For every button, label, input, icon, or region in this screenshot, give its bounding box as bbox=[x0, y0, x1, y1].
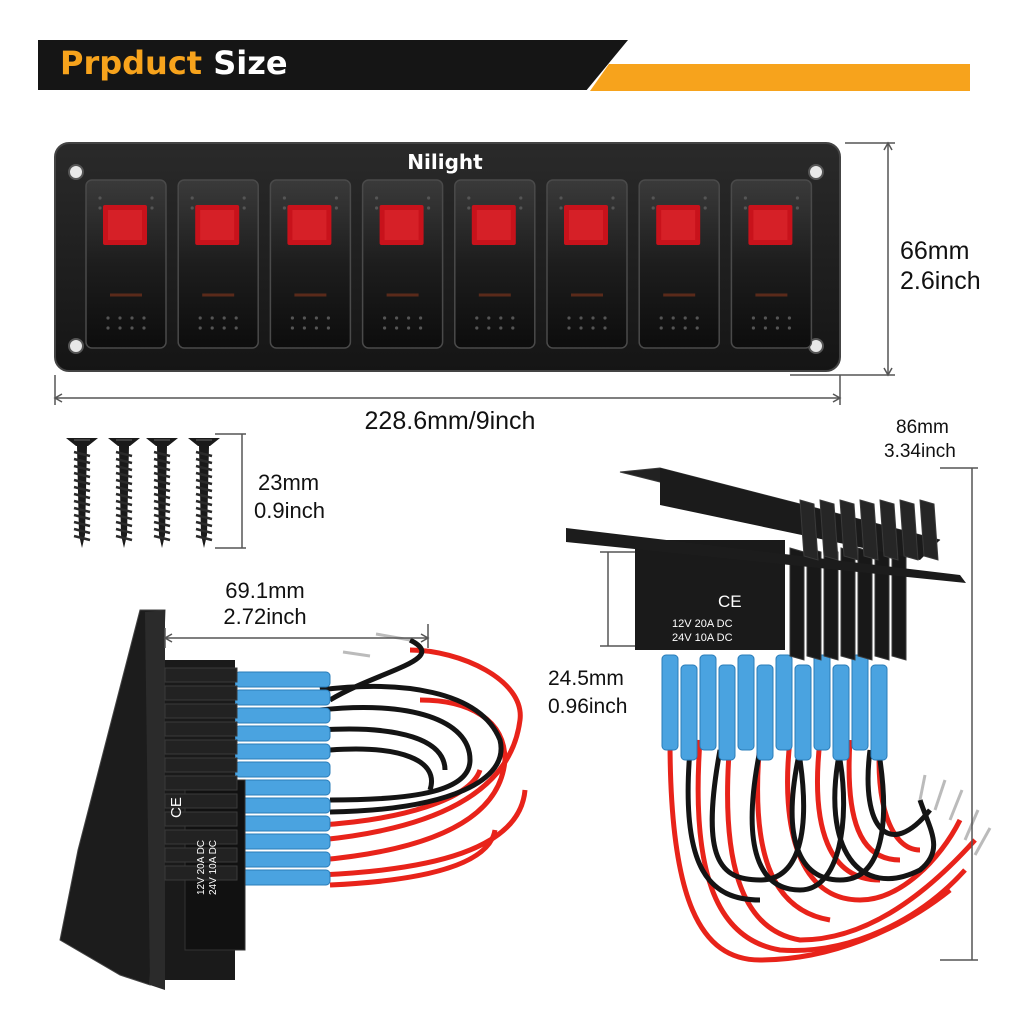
width-dimension-arrow-icon bbox=[53, 375, 842, 405]
wire-connector-icon bbox=[699, 654, 717, 751]
depth-inch-label: 2.72inch bbox=[223, 604, 307, 629]
wire-connector-icon bbox=[718, 664, 736, 761]
rocker-switch-icon bbox=[730, 179, 813, 349]
title-banner-dark bbox=[38, 40, 628, 90]
rocker-switch-icon bbox=[269, 179, 352, 349]
body-height-mm-label: 24.5mm bbox=[548, 667, 624, 690]
body-dimension-arrow-icon bbox=[600, 551, 635, 647]
rocker-switch-icon bbox=[638, 179, 720, 349]
wire-connector-icon bbox=[234, 869, 331, 886]
wire-connector-icon bbox=[234, 797, 331, 814]
rating-row2-right: 24V 10A DC bbox=[672, 632, 733, 644]
wire-connector-icon bbox=[775, 654, 793, 751]
wire-connector-icon bbox=[234, 761, 331, 778]
wire-connector-icon bbox=[870, 664, 888, 761]
title-banner-accent bbox=[590, 64, 970, 91]
rating-row1-left: 12V 20A DC bbox=[196, 839, 207, 895]
wire-connector-icon bbox=[234, 743, 331, 760]
rocker-switch-icon bbox=[454, 179, 536, 349]
wire-connector-icon bbox=[737, 654, 755, 751]
page-title: Prpduct Size bbox=[60, 44, 288, 82]
body-height-inch-label: 0.96inch bbox=[548, 695, 628, 718]
switch-panel-plate bbox=[54, 142, 841, 372]
wire-connector-icon bbox=[794, 664, 812, 761]
screw-group bbox=[66, 438, 220, 548]
wire-connector-icon bbox=[234, 779, 331, 796]
wire-connector-icon bbox=[234, 851, 331, 868]
rocker-switch-icon bbox=[546, 179, 628, 349]
screw-icon bbox=[66, 438, 98, 548]
screw-icon bbox=[108, 438, 140, 548]
wire-connector-icon bbox=[234, 833, 331, 850]
angle-view-switch-panel bbox=[566, 467, 992, 963]
screw-mm-label: 23mm bbox=[258, 470, 320, 495]
wire-connector-icon bbox=[234, 815, 331, 832]
screw-inch-label: 0.9inch bbox=[254, 498, 325, 523]
wire-connector-icon bbox=[680, 664, 698, 761]
ce-mark-left: CE bbox=[168, 797, 185, 818]
depth-dimension-arrow-icon bbox=[163, 624, 430, 648]
height-inch-label: 2.6inch bbox=[900, 267, 981, 295]
side-height-mm-label: 86mm bbox=[896, 417, 949, 438]
wire-connector-icon bbox=[234, 689, 331, 706]
rating-row2-left: 24V 10A DC bbox=[208, 839, 219, 895]
title-word-1: Prpduct bbox=[60, 44, 203, 82]
wire-connector-icon bbox=[234, 707, 331, 724]
screw-icon bbox=[188, 438, 220, 548]
rocker-switch-icon bbox=[361, 179, 444, 349]
wire-connector-icon bbox=[234, 725, 331, 742]
screw-dimension-arrow-icon bbox=[215, 433, 246, 549]
wire-connector-icon bbox=[661, 654, 679, 751]
rocker-switch-row bbox=[85, 179, 813, 349]
height-dimension-arrow-icon bbox=[790, 141, 895, 377]
ce-mark-right: CE bbox=[718, 592, 742, 611]
side-height-dimension-arrow-icon bbox=[940, 467, 978, 961]
rating-row1-right: 12V 20A DC bbox=[672, 618, 733, 630]
screw-icon bbox=[146, 438, 178, 548]
title-word-2: Size bbox=[213, 44, 288, 82]
depth-mm-label: 69.1mm bbox=[225, 578, 305, 603]
rocker-switch-icon bbox=[85, 179, 167, 349]
side-height-inch-label: 3.34inch bbox=[884, 441, 956, 462]
width-label: 228.6mm/9inch bbox=[364, 407, 536, 435]
brand-logo: Nilight bbox=[407, 150, 483, 174]
wire-connector-icon bbox=[832, 664, 850, 761]
wire-connector-icon bbox=[851, 654, 869, 751]
wire-connector-icon bbox=[756, 664, 774, 761]
rocker-switch-icon bbox=[177, 179, 259, 349]
side-view-switch-panel bbox=[59, 609, 528, 990]
wire-connector-icon bbox=[234, 671, 331, 688]
wire-connector-icon bbox=[813, 654, 831, 751]
height-mm-label: 66mm bbox=[900, 237, 970, 265]
